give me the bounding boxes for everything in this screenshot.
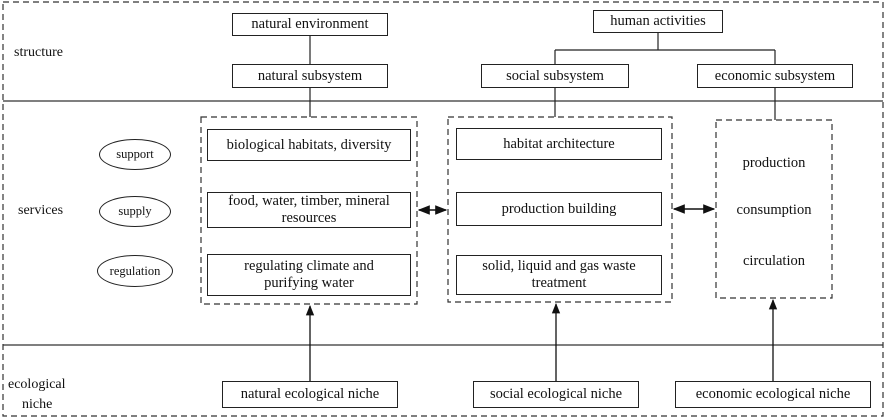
social-services-group [447, 116, 673, 303]
support-ellipse: support [99, 139, 171, 170]
natural-resources-line1: food, water, timber, mineral [228, 193, 390, 209]
natural-resources-box: food, water, timber, mineral resources [207, 192, 411, 228]
natural-resources-line2: resources [281, 210, 337, 226]
regulating-climate-box: regulating climate and purifying water [207, 254, 411, 296]
row-label-niche-line2: niche [22, 397, 53, 412]
biological-habitats-box: biological habitats, diversity [207, 129, 411, 161]
row-label-structure: structure [14, 45, 63, 60]
social-niche-box: social ecological niche [473, 381, 639, 408]
regulating-climate-line2: purifying water [264, 275, 354, 291]
waste-treatment-box: solid, liquid and gas waste treatment [456, 255, 662, 295]
economic-services-group [715, 119, 833, 299]
row-label-niche-line1: ecological [8, 377, 66, 392]
social-subsystem-box: social subsystem [481, 64, 629, 88]
regulating-climate-line1: regulating climate and [244, 258, 374, 274]
human-activities-box: human activities [593, 10, 723, 33]
economic-niche-box: economic ecological niche [675, 381, 871, 408]
economic-production: production [742, 155, 806, 171]
row-label-services: services [18, 203, 64, 218]
natural-subsystem-box: natural subsystem [232, 64, 388, 88]
economic-circulation: circulation [742, 253, 805, 269]
waste-treatment-line1: solid, liquid and gas waste [482, 258, 636, 274]
economic-consumption: consumption [736, 202, 812, 218]
natural-niche-box: natural ecological niche [222, 381, 398, 408]
regulation-ellipse: regulation [97, 255, 173, 287]
economic-subsystem-box: economic subsystem [697, 64, 853, 88]
natural-services-group [200, 116, 418, 305]
supply-ellipse: supply [99, 196, 171, 227]
natural-environment-box: natural environment [232, 13, 388, 36]
habitat-architecture-box: habitat architecture [456, 128, 662, 160]
waste-treatment-line2: treatment [531, 275, 587, 291]
production-building-box: production building [456, 192, 662, 226]
